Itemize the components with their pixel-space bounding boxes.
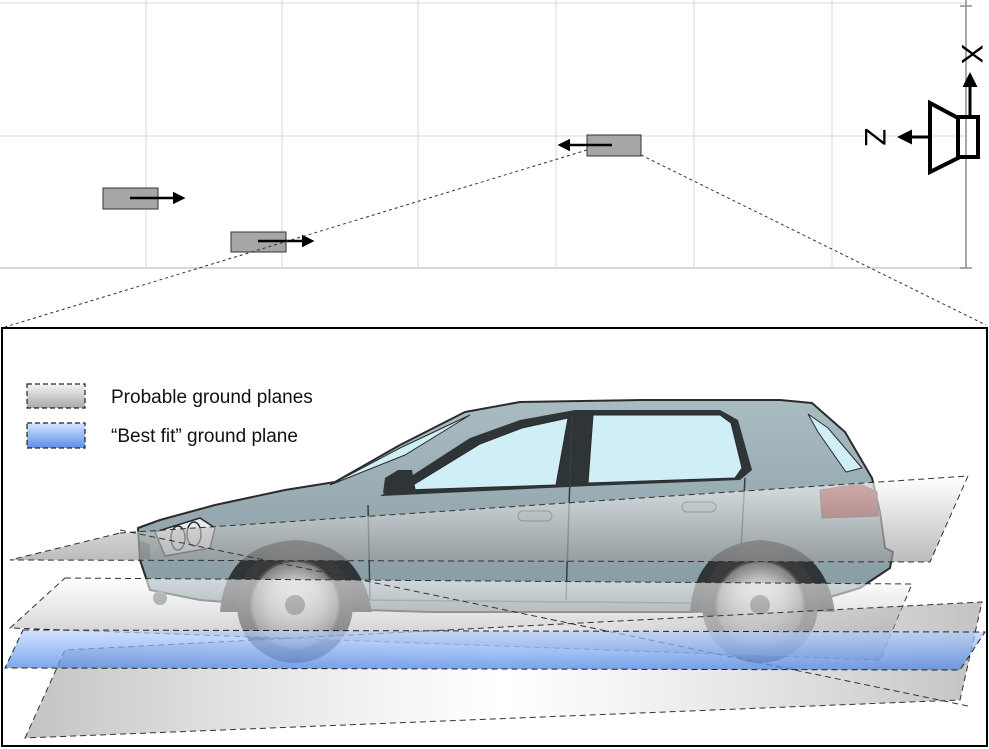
legend-label-probable: Probable ground planes <box>111 387 313 408</box>
x-axis-label: X <box>955 44 988 64</box>
vehicle-marker-target <box>557 134 642 157</box>
legend-swatch-best-fit <box>26 422 86 449</box>
best-fit-ground-plane <box>4 629 986 671</box>
probable-plane-1 <box>9 475 969 563</box>
vehicle-marker-left <box>102 187 186 210</box>
camera-icon <box>928 99 980 176</box>
legend: Probable ground planes “Best fit” ground… <box>26 383 313 449</box>
legend-label-best-fit: “Best fit” ground plane <box>111 426 298 447</box>
top-view-grid <box>0 0 972 269</box>
vehicle-marker-middle <box>230 231 315 253</box>
z-axis-label: Z <box>858 128 891 146</box>
zoom-connector-lines <box>4 149 987 328</box>
legend-swatch-probable <box>26 383 86 409</box>
